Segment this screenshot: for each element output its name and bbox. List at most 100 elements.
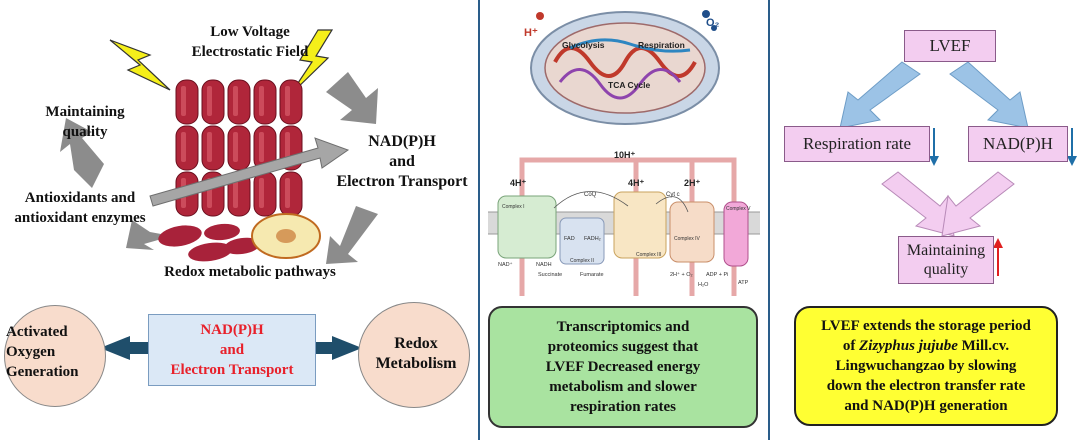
summary-line3: LVEF Decreased energy (545, 359, 701, 375)
blue-arrow-right-icon (949, 61, 1029, 129)
down-arrow-nadph-icon (1067, 156, 1077, 166)
mito-tca-label: TCA Cycle (608, 80, 650, 90)
quality-line2: quality (923, 261, 969, 278)
electron-transport-chain: 10H⁺ 4H⁺ 4H⁺ 2H⁺ Complex I Complex II Co… (488, 150, 760, 296)
mito-h-label: H⁺ (524, 27, 538, 39)
summary-line2: proteomics suggest that (547, 339, 699, 355)
arrow-left-dark-icon (100, 336, 152, 360)
fadh2-label: FADH₂ (584, 236, 601, 242)
jujube-slice-4 (224, 237, 260, 255)
nadph-line3: Electron Transport (336, 173, 468, 190)
redox-line1: Redox (394, 335, 438, 352)
antioxidant-line2: antioxidant enzymes (14, 210, 146, 226)
nadph-line1: NAD(P)H (368, 133, 436, 150)
diagonal-arrow-icon (149, 137, 350, 207)
nadph-center-line3: Electron Transport (170, 362, 294, 378)
nadh-label: NADH (536, 262, 552, 268)
conclusion-line2: of Zizyphus jujube Mill.cv. (843, 336, 1009, 356)
activated-line1: Activated (6, 324, 68, 340)
jujube-slice-1 (158, 225, 202, 247)
transcriptomics-summary-box: Transcriptomics and proteomics suggest t… (488, 306, 758, 428)
mito-glycolysis-label: Glycolysis (562, 40, 605, 50)
redox-metabolism-label: Redox Metabolism (366, 334, 466, 374)
nadph-center-line1: NAD(P)H (200, 322, 264, 338)
arrow-up-left-icon (60, 118, 104, 188)
etc-2h-label: 2H⁺ (684, 178, 701, 188)
complex-4-label: Complex IV (674, 236, 701, 242)
antioxidants-label: Antioxidants and antioxidant enzymes (0, 188, 160, 228)
maintaining-line1: Maintaining (45, 104, 125, 120)
adp-label: ADP + Pi (706, 272, 728, 278)
antioxidant-line1: Antioxidants and (24, 190, 136, 206)
lvef-title: Low Voltage Electrostatic Field (150, 22, 350, 62)
maintaining-line2: quality (62, 124, 108, 140)
nad-label: NAD⁺ (498, 261, 513, 268)
right-panel-arrows (839, 61, 1077, 276)
mitochondrion-illustration: H⁺ O₂ Glycolysis Respiration TCA Cycle (524, 10, 720, 125)
blue-arrow-left-icon (839, 61, 921, 129)
mito-respiration-label: Respiration (638, 40, 685, 50)
activated-line3: Generation (6, 364, 79, 380)
respiration-rate-box: Respiration rate (784, 126, 930, 162)
redox-pathways-label: Redox metabolic pathways (164, 264, 336, 280)
summary-line5: respiration rates (570, 399, 676, 415)
lightning-right-icon (289, 29, 334, 96)
lvef-title-line1: Low Voltage (210, 24, 290, 40)
nadph-electron-label: NAD(P)H and Electron Transport (322, 132, 482, 192)
conclusion-box: LVEF extends the storage period of Zizyp… (794, 306, 1058, 426)
conclusion-line4: down the electron transfer rate (826, 378, 1026, 394)
o2-etc-label: 2H⁺ + O₂ (670, 271, 693, 278)
conclusion-line5: and NAD(P)H generation (844, 398, 1008, 414)
up-arrow-quality-icon (993, 238, 1003, 248)
etc-4h-1-label: 4H⁺ (510, 178, 527, 188)
arrow-left-lower-icon (126, 220, 172, 250)
redox-metabolism-circle (358, 302, 470, 408)
pink-arrow-right-icon (941, 171, 1015, 237)
arrow-right-down-icon (326, 72, 378, 124)
summary-line1: Transcriptomics and (556, 319, 690, 335)
jujube-slice-2 (188, 242, 232, 262)
complex-1-label: Complex I (502, 204, 525, 210)
maintaining-quality-label: Maintaining quality (30, 102, 140, 142)
activated-oxygen-label: Activated Oxygen Generation (6, 322, 102, 382)
fad-label: FAD (564, 236, 575, 242)
conclusion-line2-a: of (842, 338, 860, 354)
quality-line1: Maintaining (906, 242, 986, 259)
succinate-label: Succinate (538, 272, 562, 278)
nadph-center-box: NAD(P)H and Electron Transport (148, 314, 316, 386)
nadph-line2: and (389, 153, 415, 170)
lvef-title-line2: Electrostatic Field (191, 44, 309, 60)
etc-10h-label: 10H⁺ (614, 150, 636, 160)
redox-line2: Metabolism (375, 355, 457, 372)
bottom-arrows (100, 336, 362, 360)
complex-2-label: Complex II (570, 258, 594, 264)
coq-label: CoQ (584, 192, 597, 198)
maintaining-quality-box: Maintaining quality (898, 236, 994, 284)
divider-right (768, 0, 770, 440)
down-arrow-respiration-icon (929, 156, 939, 166)
activated-oxygen-circle (4, 305, 106, 407)
etc-4h-2-label: 4H⁺ (628, 178, 645, 188)
atp-label: ATP (738, 280, 749, 286)
lvef-box: LVEF (904, 30, 996, 62)
fumarate-label: Fumarate (580, 272, 604, 278)
h2o-label: H₂O (698, 282, 709, 288)
conclusion-line2-c: Mill.cv. (957, 338, 1010, 354)
conclusion-species: Zizyphus jujube (859, 338, 958, 354)
complex-5-label: Complex V (726, 206, 751, 212)
divider-left (478, 0, 480, 440)
lightning-left-icon (109, 39, 171, 91)
nadph-box: NAD(P)H (968, 126, 1068, 162)
jujube-slice-3 (204, 223, 240, 241)
nadph-center-line2: and (219, 342, 245, 358)
complex-3-label: Complex III (636, 252, 661, 258)
arrow-right-dark-icon (312, 336, 362, 360)
mito-o2-label: O₂ (706, 17, 720, 29)
conclusion-line1: LVEF extends the storage period (821, 318, 1031, 334)
left-panel-graphics (60, 29, 378, 264)
summary-line4: metabolism and slower (549, 379, 697, 395)
activated-line2: Oxygen (6, 344, 56, 360)
jujube-grid (175, 79, 303, 217)
conclusion-line3: Lingwuchangzao by slowing (835, 358, 1017, 374)
cytc-label: Cyt c (666, 192, 680, 198)
